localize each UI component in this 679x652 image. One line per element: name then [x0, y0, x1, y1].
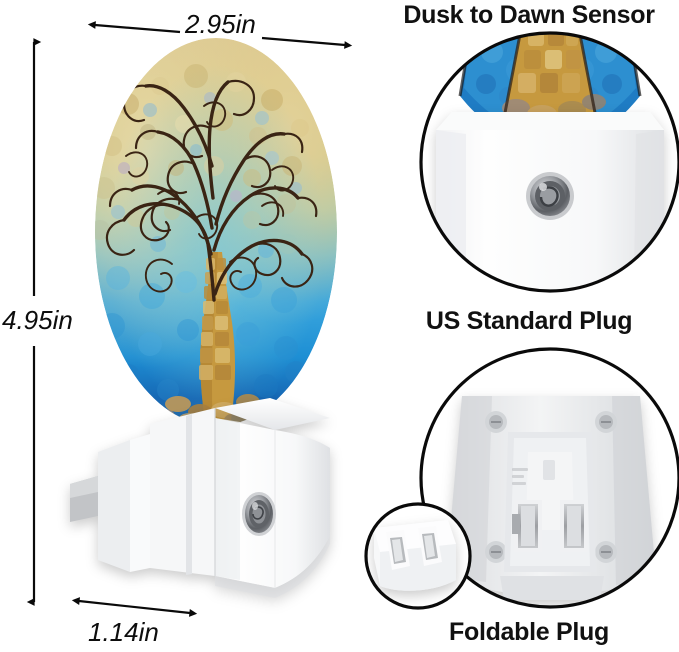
width-arrow-left: [87, 21, 181, 34]
dimension-height-label: 4.95in: [2, 305, 73, 335]
folded-prongs: [512, 500, 588, 552]
width-arrow-right: [261, 36, 353, 49]
dimension-arrows: [26, 21, 353, 617]
plug-closeup-illustration: [419, 347, 679, 609]
dimension-width-label: 2.95in: [185, 9, 256, 39]
foldable-circle-outline: [364, 502, 472, 610]
oval-artwork: [95, 38, 337, 426]
depth-arrow: [71, 597, 198, 617]
plug-circle-outline: [419, 347, 679, 609]
section-title-us-standard-plug: US Standard Plug: [425, 307, 633, 335]
sensor-closeup-illustration: [419, 31, 679, 293]
dimension-depth-label: 1.14in: [88, 617, 159, 647]
foldable-plug-inset-illustration: [364, 502, 472, 610]
screw-icon-group: [485, 411, 617, 563]
section-title-dusk-to-dawn-sensor: Dusk to Dawn Sensor: [403, 1, 655, 29]
photocell-sensor-icon: [242, 492, 276, 536]
flat-prongs-icon: [386, 526, 442, 570]
photocell-sensor-icon-closeup: [526, 172, 574, 220]
section-title-foldable-plug: Foldable Plug: [449, 618, 609, 646]
sensor-circle-outline: [419, 31, 679, 293]
nightlight-housing-main: [70, 398, 330, 598]
